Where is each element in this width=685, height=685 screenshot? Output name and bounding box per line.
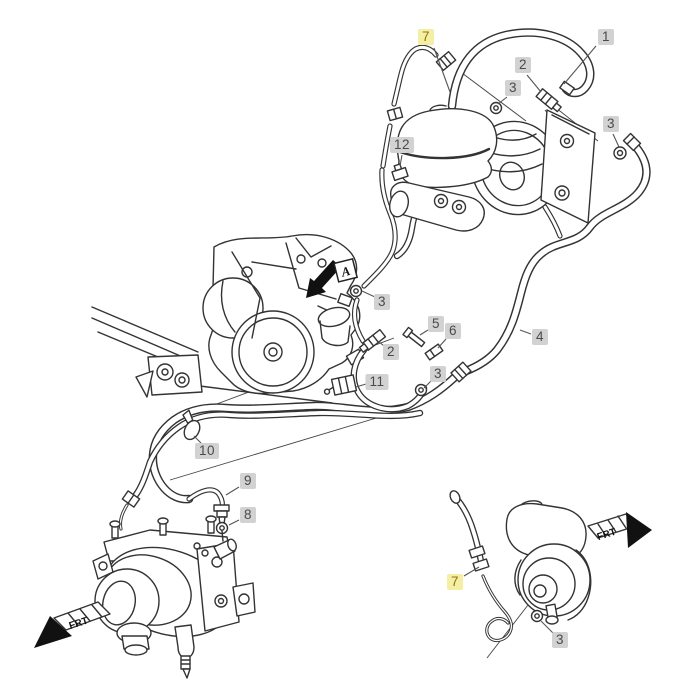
frame-rail — [91, 306, 333, 404]
pipe7-fitting — [435, 50, 457, 72]
master-cylinder-booster — [388, 104, 596, 232]
pipe-9-flange — [213, 504, 230, 525]
clip-10 — [182, 409, 201, 441]
clip-6 — [424, 343, 444, 361]
leader-line — [519, 329, 532, 335]
hose4-coupler — [450, 361, 472, 383]
callout-8[interactable]: 8 — [239, 507, 257, 523]
power-steering-pump — [486, 500, 592, 659]
leader-line — [497, 96, 508, 105]
leader-line — [355, 383, 367, 388]
leader-line — [419, 329, 429, 336]
banjo-bolt — [337, 293, 353, 307]
engine-assembly — [202, 233, 365, 395]
leader-line — [563, 45, 597, 85]
leader-line — [526, 74, 542, 93]
view-a-arrow-icon — [306, 260, 341, 298]
callout-3[interactable]: 3 — [373, 294, 391, 310]
view-a-label-box — [333, 257, 359, 283]
callout-2[interactable]: 2 — [514, 57, 532, 73]
pump-hose — [449, 490, 513, 643]
leader-line — [612, 133, 620, 148]
leader-line — [228, 519, 240, 526]
leader-lines — [193, 45, 620, 634]
master-cylinder — [388, 181, 485, 232]
callout-11[interactable]: 11 — [365, 374, 389, 390]
tube-nut — [559, 80, 575, 96]
hose-end-nut — [622, 132, 642, 152]
leader-line — [423, 380, 432, 389]
callout-2[interactable]: 2 — [382, 344, 400, 360]
callout-3[interactable]: 3 — [429, 366, 447, 382]
leader-line — [361, 290, 376, 298]
leader-line — [540, 620, 554, 634]
callout-9[interactable]: 9 — [239, 473, 257, 489]
mounting-plate — [540, 109, 596, 224]
callout-3[interactable]: 3 — [551, 632, 569, 648]
leader-line — [193, 435, 202, 444]
callout-6[interactable]: 6 — [444, 323, 462, 339]
callout-7[interactable]: 7 — [446, 574, 464, 590]
callout-3[interactable]: 3 — [504, 80, 522, 96]
view-a-label: A — [339, 263, 352, 280]
callout-5[interactable]: 5 — [427, 316, 445, 332]
fluid-reservoir — [396, 104, 498, 188]
view-a-marker: A — [306, 257, 359, 298]
callout-3[interactable]: 3 — [602, 116, 620, 132]
bolt-5 — [402, 326, 426, 348]
frt-marker-right: FRT — [587, 512, 652, 548]
gear-mount-bolt — [109, 515, 217, 539]
leader-line — [437, 338, 447, 349]
leader-line — [433, 47, 451, 93]
steering-gear — [92, 515, 256, 679]
pitman-shaft — [174, 624, 195, 679]
leader-line — [399, 154, 403, 167]
frt-arrow-icon — [626, 512, 652, 548]
callout-12[interactable]: 12 — [389, 137, 415, 153]
small-parts — [121, 50, 642, 623]
callout-1[interactable]: 1 — [597, 29, 615, 45]
frt-marker-left: FRT — [34, 601, 111, 648]
leader-line — [463, 566, 480, 577]
clamp-11 — [323, 374, 358, 396]
leader-line — [225, 486, 240, 496]
callout-4[interactable]: 4 — [531, 329, 549, 345]
callout-10[interactable]: 10 — [194, 443, 220, 459]
return-hose-coupler — [121, 490, 141, 508]
connector-2-lower — [358, 328, 387, 353]
callout-7[interactable]: 7 — [417, 29, 435, 45]
frt-arrow-icon — [34, 616, 72, 648]
clip-2-upper — [535, 88, 562, 113]
pipe7-coupler — [386, 106, 404, 122]
